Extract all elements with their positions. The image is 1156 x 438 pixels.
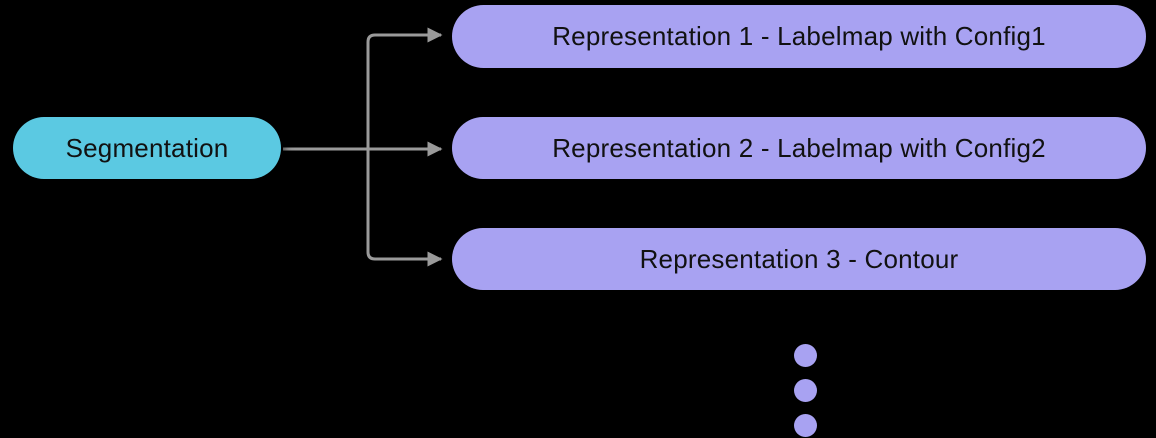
ellipsis-dot-3: [794, 414, 817, 437]
node-representation-2[interactable]: Representation 2 - Labelmap with Config2: [452, 117, 1146, 179]
connector-to-representation-1: [366, 27, 443, 149]
ellipsis-dot-1: [794, 344, 817, 367]
node-segmentation[interactable]: Segmentation: [13, 117, 281, 179]
connector-to-representation-3: [366, 149, 443, 267]
ellipsis-dot-2: [794, 379, 817, 402]
node-representation-1[interactable]: Representation 1 - Labelmap with Config1: [452, 5, 1146, 68]
node-representation-3[interactable]: Representation 3 - Contour: [452, 228, 1146, 290]
